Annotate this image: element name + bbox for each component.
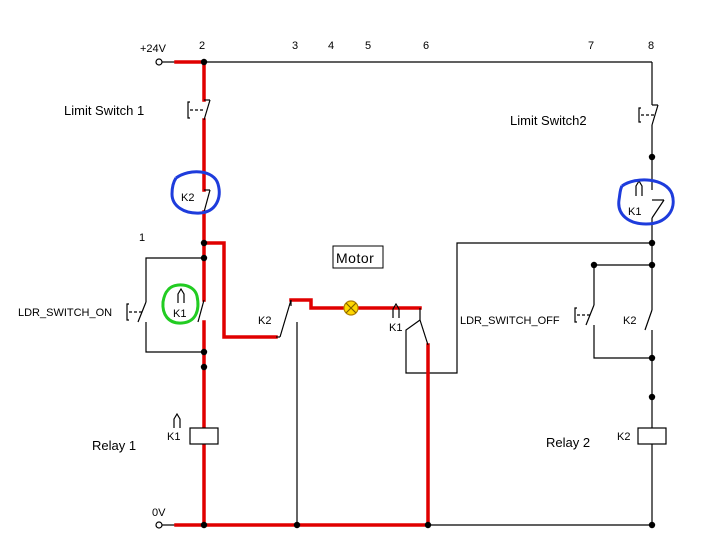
black-wiring: [145, 61, 653, 526]
k2-hold-contact-right: [644, 309, 653, 331]
ldr-switch-off-label: LDR_SWITCH_OFF: [460, 315, 560, 327]
node-7-label: 7: [588, 40, 594, 52]
relay-2-label: Relay 2: [546, 435, 590, 450]
limit-switch-2-label: Limit Switch2: [510, 113, 587, 128]
junction-dots: [200, 58, 656, 529]
k2-interlock-label: K2: [181, 192, 194, 204]
node-1-label: 1: [139, 232, 145, 244]
k1-blue-highlight-circle: [617, 178, 675, 226]
k1-green-highlight-circle: [161, 283, 200, 325]
k2-hold-right-label: K2: [623, 315, 636, 327]
node-8-label: 8: [648, 40, 654, 52]
ldr-switch-on-label: LDR_SWITCH_ON: [18, 307, 112, 319]
k1-interlock-label: K1: [628, 206, 641, 218]
k1-coil-label: K1: [167, 431, 180, 443]
relay-1-label: Relay 1: [92, 438, 136, 453]
ground-label: 0V: [152, 507, 166, 519]
relay-2-coil: [637, 427, 667, 445]
motor-label: Motor: [336, 250, 374, 266]
supply-label: +24V: [140, 43, 167, 55]
node-2-label: 2: [199, 40, 205, 52]
k2-motor-contact: [276, 299, 292, 338]
relay-1-coil: [173, 412, 219, 445]
limit-switch-1-label: Limit Switch 1: [64, 103, 144, 118]
k1-hold-contact-left: [177, 287, 205, 323]
terminals: [155, 58, 163, 529]
motor-lamp-icon: [343, 300, 359, 316]
k2-interlock-contact: [203, 189, 211, 213]
energized-wiring: [174, 60, 430, 527]
motor-label-box: [332, 245, 384, 269]
ldr-switch-on-contact: [126, 301, 147, 323]
k2-blue-highlight-circle: [170, 170, 221, 215]
node-5-label: 5: [365, 40, 371, 52]
limit-switch-1-contact: [187, 99, 211, 121]
k2-motor-label: K2: [258, 315, 271, 327]
k1-hold-left-label: K1: [173, 308, 186, 320]
node-4-label: 4: [328, 40, 334, 52]
ldr-switch-off-contact: [574, 304, 595, 326]
node-3-label: 3: [292, 40, 298, 52]
k2-coil-label: K2: [617, 431, 630, 443]
k1-motor-contact: [392, 302, 429, 346]
node-6-label: 6: [423, 40, 429, 52]
limit-switch-2-contact: [638, 104, 659, 126]
k1-motor-label: K1: [389, 322, 402, 334]
